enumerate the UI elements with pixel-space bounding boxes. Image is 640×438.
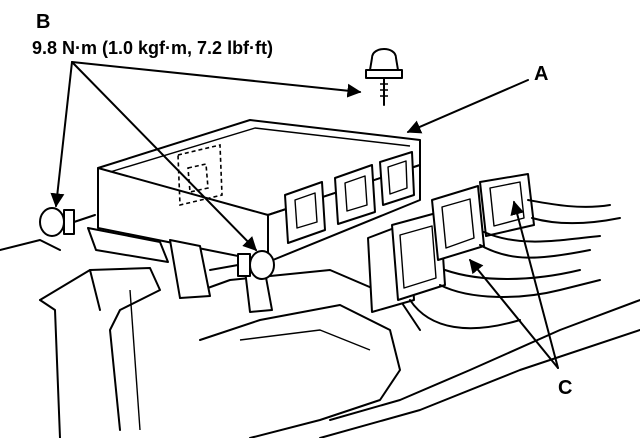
callout-b: B	[36, 11, 50, 33]
callout-c: C	[558, 377, 572, 399]
connectors-c	[367, 173, 621, 330]
body-panel	[0, 239, 640, 438]
bolt-top	[365, 48, 403, 106]
torque-spec: 9.8 N·m (1.0 kgf·m, 7.2 lbf·ft)	[32, 38, 273, 58]
leader-lines	[50, 61, 559, 369]
bolt-left	[39, 207, 96, 237]
control-unit-a	[87, 119, 421, 313]
bolt-middle	[209, 250, 275, 280]
callout-a: A	[534, 63, 548, 85]
